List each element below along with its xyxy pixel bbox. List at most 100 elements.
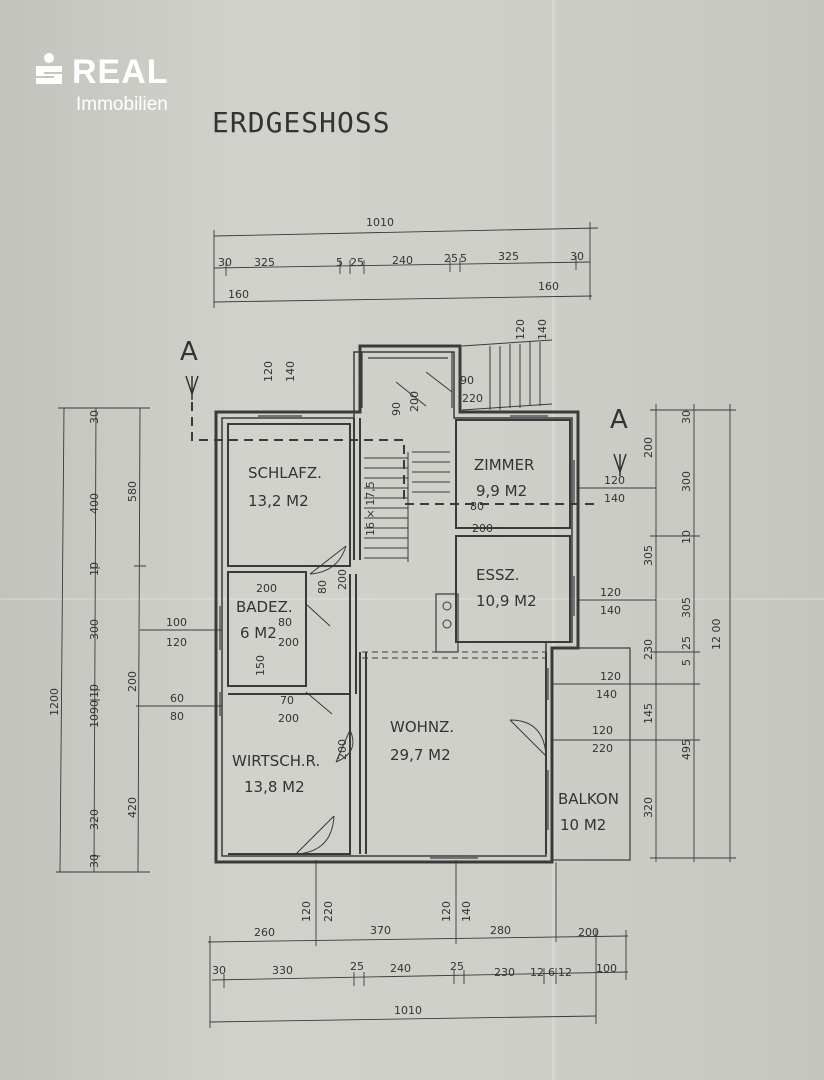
dim-label: 140 [596,688,617,701]
paper-fold-horizontal [0,598,824,600]
dim-label: 230 [642,639,655,660]
kitchen-counter [435,593,459,653]
dims-right: 30 200 300 10 305 305 5 25 230 145 495 3… [592,410,723,818]
dim-label: 25 [444,252,458,265]
dim-label: 100 [166,616,187,629]
dim-label: 90 [460,374,474,387]
dim-label: 300 [88,619,101,640]
room-name: ESSZ. [476,566,520,584]
dim-label: 6 [548,966,555,979]
paper-fold-vertical [552,0,555,1080]
dim-label: 325 [498,250,519,263]
dim-label: 300 [680,471,693,492]
section-marker: A [180,337,198,367]
dim-label: 1200 [48,688,61,716]
logo-brand-text: REAL [72,53,169,91]
dim-label: 200 [278,712,299,725]
room-name: WIRTSCH.R. [232,752,320,770]
dim-label: 140 [460,901,473,922]
dim-label: 230 [494,966,515,979]
room-name: WOHNZ. [390,718,454,736]
dim-label: 160 [228,288,249,301]
dim-label: 400 [88,493,101,514]
dim-label: 80 [170,710,184,723]
dim-label: 90 [88,700,101,714]
logo: REAL Immobilien [32,52,169,116]
dim-label: 200 [256,582,277,595]
dim-label: 200 [578,926,599,939]
section-arrow-icon [613,453,627,476]
dim-lines-left [56,407,222,873]
windows [215,411,579,863]
entry-porch [361,352,453,408]
dim-label: 30 [218,256,232,269]
dim-label: 30 [88,410,101,424]
dim-label: 30 [570,250,584,263]
dim-label: 30 [680,410,693,424]
dim-label: 150 [254,655,267,676]
room-area: 13,8 M2 [244,778,305,796]
dim-label: 280 [490,924,511,937]
dim-label: 70 [280,694,294,707]
dim-label: 220 [462,392,483,405]
dim-label: 25 [450,960,464,973]
stair-label: 16 × 17,5 [364,481,377,536]
dims-bottom: 260 370 280 200 30 330 25 240 25 230 12 … [212,924,617,1017]
dim-label: 30 [212,964,226,977]
room-name: BALKON [558,790,619,808]
stove-burner-icon [442,601,452,611]
room-area: 6 M2 [240,624,277,642]
dim-label: 140 [284,361,297,382]
balcony-outline [551,647,631,861]
dim-label: 200 [472,522,493,535]
dim-label: 320 [88,809,101,830]
dim-label: 305 [680,597,693,618]
dim-label: 200 [278,636,299,649]
dim-label: 330 [272,964,293,977]
dim-label: 160 [538,280,559,293]
stove-burner-icon [442,619,452,629]
dim-label: 200 [642,437,655,458]
dim-label: 240 [392,254,413,267]
dim-label: 1010 [394,1004,422,1017]
room-area: 10 M2 [560,816,606,834]
dim-label: 220 [322,901,335,922]
dim-label: 10 [88,562,101,576]
dim-label: 80 [316,580,329,594]
dim-label: 12 00 [710,619,723,651]
dim-label: 200 [408,391,421,412]
staircase [364,451,450,562]
dim-label: 120 [514,319,527,340]
dim-label: 25 [350,960,364,973]
dim-label: 25 [680,636,693,650]
dim-label: 120 [440,901,453,922]
dim-label: 120 [600,586,621,599]
dim-label: 140 [604,492,625,505]
dim-label: 370 [370,924,391,937]
dim-lines-right [552,404,736,862]
dims-left: 30 400 10 300 10 90 10 320 30 580 200 42… [48,410,187,868]
dim-label: 260 [254,926,275,939]
dim-label: 240 [390,962,411,975]
dim-label: 140 [536,319,549,340]
dim-label: 120 [600,670,621,683]
dim-label: 90 [390,402,403,416]
dim-label: 305 [642,545,655,566]
dim-lines-bottom [207,860,629,1028]
dim-lines-top [213,222,599,308]
section-arrow-icon [185,375,199,400]
room-name: BADEZ. [236,598,293,616]
dim-label: 495 [680,739,693,760]
dim-label: 25 [350,256,364,269]
room-area: 10,9 M2 [476,592,537,610]
interior-walls [227,418,571,855]
dim-label: 1010 [366,216,394,229]
exterior-stairs [461,339,553,411]
room-name: ZIMMER [474,456,534,474]
dim-label: 80 [470,500,484,513]
plan-title: ERDGESHOSS [212,106,391,139]
dim-label: 200 [126,671,139,692]
dim-label: 10 [88,714,101,728]
